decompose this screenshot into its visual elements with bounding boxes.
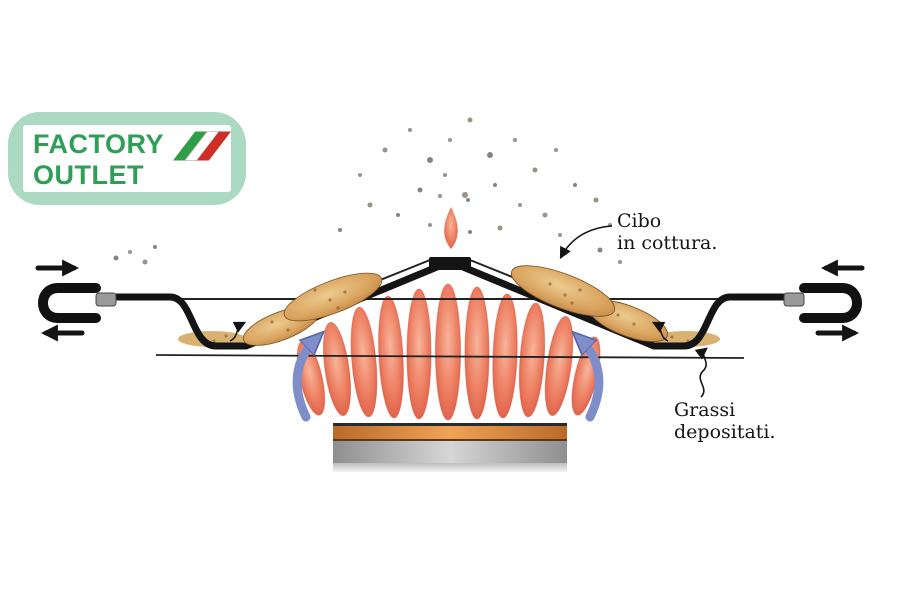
- right-drip-squiggle: [651, 321, 669, 342]
- caption-fat-line1: Grassi: [674, 399, 736, 421]
- italian-flag-icon: [173, 131, 232, 161]
- drip-squiggles: [229, 321, 669, 342]
- badge-line1: FACTORY: [33, 129, 165, 160]
- caption-food-cooking: Cibo in cottura.: [617, 210, 717, 255]
- food-items: [242, 265, 668, 346]
- burner: [333, 423, 567, 472]
- food-speckles: [270, 282, 636, 332]
- factory-outlet-badge: FACTORY OUTLET: [8, 112, 246, 205]
- right-handle: [799, 283, 862, 323]
- grill-frame: [110, 263, 790, 350]
- left-handle: [38, 283, 101, 323]
- airflow-arrows: [292, 339, 604, 422]
- badge-line2: OUTLET: [33, 160, 144, 190]
- factory-outlet-badge-inner: FACTORY OUTLET: [23, 125, 232, 192]
- handle-motion-arrows: [35, 259, 865, 342]
- caption-fat-deposits: Grassi depositati.: [674, 399, 776, 444]
- lower-skewer-wire: [155, 354, 745, 359]
- left-drip-squiggle: [229, 321, 247, 342]
- airflow-arrow-right: [580, 339, 604, 422]
- apex-connector: [429, 257, 471, 270]
- airflow-arrow-left: [292, 339, 316, 422]
- grassi-arrow: [694, 347, 708, 398]
- flames: [296, 283, 601, 421]
- caption-food-line1: Cibo: [617, 210, 662, 232]
- cibo-arrow: [559, 225, 613, 260]
- caption-food-line2: in cottura.: [617, 232, 718, 255]
- handle-couplers: [95, 292, 805, 307]
- caption-fat-line2: depositati.: [674, 421, 776, 444]
- small-flame: [444, 207, 458, 249]
- steam-particles: [113, 117, 622, 265]
- burner-orange-band: [333, 426, 567, 439]
